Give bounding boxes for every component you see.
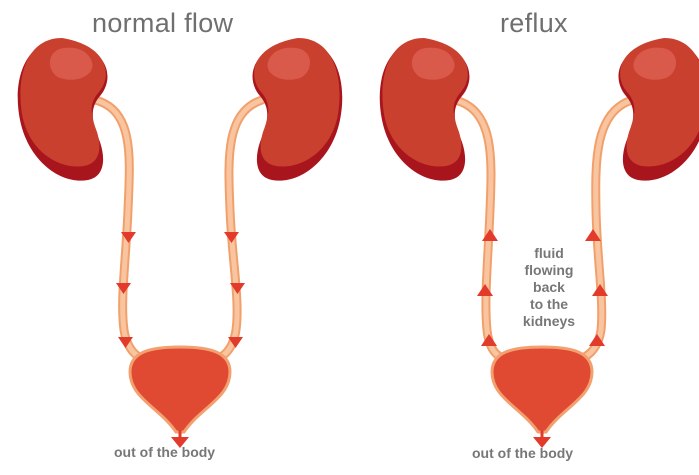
panel-reflux <box>380 38 699 448</box>
kidney-left <box>18 38 108 181</box>
reflux-note-line: to the <box>510 296 588 313</box>
reflux-note-line: fluid <box>510 245 588 262</box>
bladder-right <box>492 347 592 432</box>
kidney-left <box>380 38 470 181</box>
ureter-left <box>455 100 512 360</box>
arrow-down <box>116 283 131 294</box>
panel-normal-flow <box>18 38 343 448</box>
kidney-right <box>253 38 343 181</box>
caption-out-of-body-left: out of the body <box>114 444 215 460</box>
reflux-note-line: back <box>510 279 588 296</box>
title-normal-flow: normal flow <box>92 8 233 39</box>
bladder-left <box>130 347 230 432</box>
reflux-note-line: flowing <box>510 262 588 279</box>
arrow-up <box>592 284 608 296</box>
reflux-note-line: kidneys <box>510 313 588 330</box>
title-reflux: reflux <box>500 8 568 39</box>
reflux-note: fluid flowing back to the kidneys <box>510 245 588 330</box>
caption-out-of-body-right: out of the body <box>472 445 573 461</box>
arrow-down <box>224 232 239 243</box>
kidney-right <box>619 38 699 181</box>
